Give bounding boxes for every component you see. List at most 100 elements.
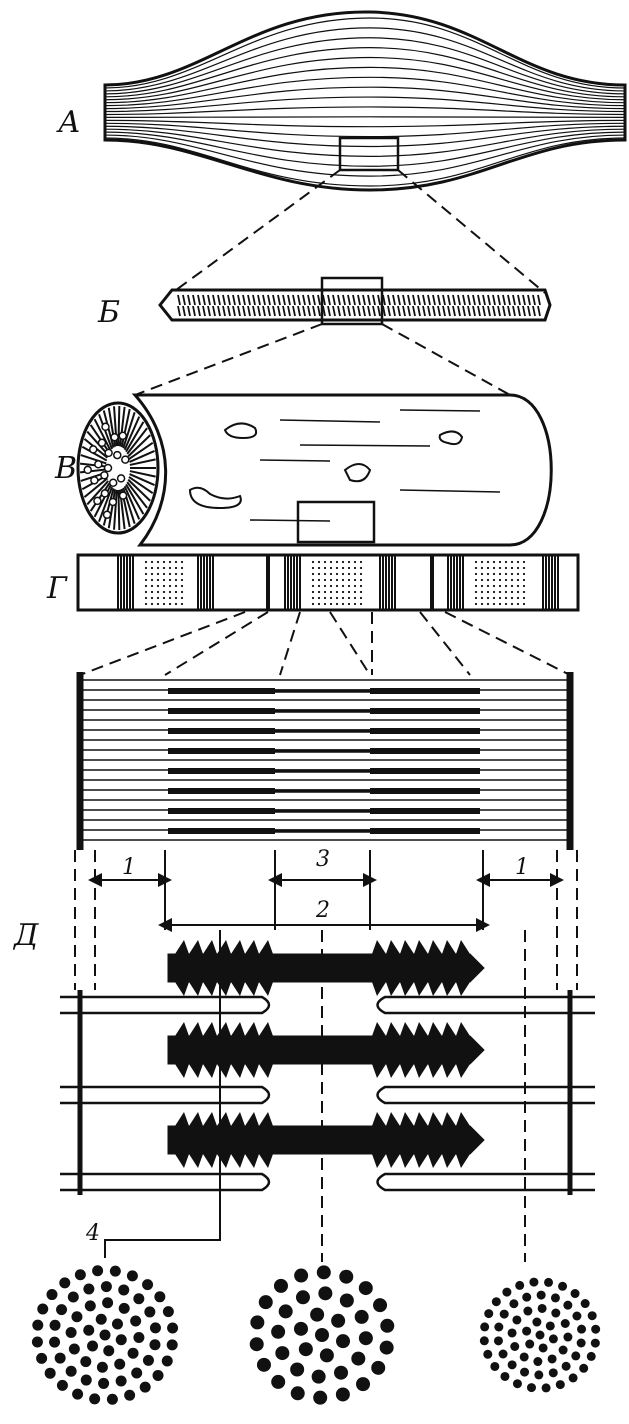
myofibril-end-stroke — [98, 486, 113, 523]
fascicle-tooth — [482, 294, 486, 306]
myofibril-end-stroke — [128, 476, 154, 495]
band-dot — [311, 596, 315, 600]
fascicle-tooth — [277, 294, 281, 306]
fascicle-tooth — [532, 305, 536, 317]
myosin-head — [414, 982, 428, 996]
band-dot — [504, 596, 508, 600]
fascicle-tooth — [247, 305, 251, 317]
zoom-box-fiber — [296, 500, 376, 544]
band-dot — [522, 566, 526, 570]
label-v: В — [54, 451, 77, 486]
band-dot — [341, 590, 345, 594]
myofibril-end-stroke — [125, 483, 145, 515]
cross-section-dot — [336, 1334, 351, 1349]
band-dot — [359, 572, 363, 576]
cross-section-dot — [131, 1367, 143, 1379]
fascicle-tooth — [467, 305, 471, 317]
myosin-head — [372, 1154, 386, 1168]
thick-filament-body — [167, 953, 485, 983]
fascicle-tooth — [417, 305, 421, 317]
myosin-head — [203, 982, 217, 996]
thick-filament-body — [167, 1125, 485, 1155]
fascicle-tooth — [367, 294, 371, 306]
band-dot — [498, 596, 502, 600]
cross-section-dot — [250, 1315, 265, 1330]
cross-section-dot — [114, 1358, 126, 1370]
fascicle-tooth — [432, 305, 436, 317]
band-dot — [156, 566, 160, 570]
myofibril-end-dot — [121, 455, 130, 464]
band-dot — [510, 572, 514, 576]
myofibril-end-dot — [108, 478, 118, 487]
myofibril-end-stroke — [129, 458, 156, 466]
myosin-head — [456, 1154, 470, 1168]
fascicle-tooth — [202, 305, 206, 317]
cross-section-dot — [290, 1362, 305, 1377]
band-dot — [359, 596, 363, 600]
fascicle-tooth — [312, 294, 316, 306]
cross-section-dot — [498, 1349, 508, 1359]
myosin-head — [245, 1112, 259, 1126]
myosin-head — [456, 982, 470, 996]
zoom-box-fascicle — [320, 276, 384, 326]
band-dot — [504, 566, 508, 570]
cross-section-dot — [258, 1295, 273, 1310]
cross-section-dot — [80, 1374, 92, 1386]
myosin-head — [414, 1064, 428, 1078]
band-dot — [347, 578, 351, 582]
band-dot — [156, 584, 160, 588]
fascicle-tooth — [342, 305, 346, 317]
cross-section-dot — [65, 1327, 77, 1339]
cross-section-dot — [493, 1336, 503, 1346]
thick-filament-rows — [60, 940, 595, 1192]
cross-section-dot — [56, 1379, 68, 1391]
band-dot — [144, 590, 148, 594]
band-dot — [510, 602, 514, 606]
myosin-head — [386, 1154, 400, 1168]
band-dot — [311, 572, 315, 576]
fascicle-tooth — [357, 305, 361, 317]
fascicle-tooth — [407, 294, 411, 306]
myosin-head — [231, 1064, 245, 1078]
fascicle-tooth — [317, 294, 321, 306]
band-dot — [516, 572, 520, 576]
myosin-head — [203, 940, 217, 954]
myofibril-end-stroke — [83, 477, 109, 498]
myofibril-end-stroke — [127, 434, 151, 458]
fascicle-tooth — [512, 305, 516, 317]
cross-section-dot — [545, 1321, 555, 1331]
cross-section-dot — [111, 1318, 123, 1330]
band-dot — [329, 560, 333, 564]
myosin-head — [189, 982, 203, 996]
myofibril-end-stroke — [117, 406, 121, 447]
cross-section-dot — [512, 1379, 522, 1389]
cross-section-dot — [295, 1290, 310, 1305]
myosin-head — [386, 1112, 400, 1126]
band-dot — [180, 602, 184, 606]
band-dot — [180, 596, 184, 600]
zoom-box-muscle — [338, 136, 400, 172]
cross-section-dot — [32, 1319, 44, 1331]
sarcomere-filament-lines — [80, 679, 570, 841]
fascicle-tooth — [537, 305, 541, 317]
myosin-head — [442, 940, 456, 954]
band-dot — [311, 578, 315, 582]
cross-section-dot — [568, 1373, 578, 1383]
cross-section-dot — [491, 1297, 501, 1307]
band-dot — [474, 578, 478, 582]
fascicle-tooth — [382, 305, 386, 317]
fascicle-tooth — [457, 305, 461, 317]
band-dot — [516, 560, 520, 564]
myosin-head — [400, 1154, 414, 1168]
myofibril-end-dot — [88, 445, 98, 454]
fascicle-tooth — [372, 294, 376, 306]
myosin-head — [400, 1064, 414, 1078]
band-dot — [359, 590, 363, 594]
fascicle-tooth — [322, 305, 326, 317]
cross-section-dot — [529, 1277, 539, 1287]
myofibril-end-stroke — [126, 427, 148, 455]
cross-section-dot — [339, 1293, 354, 1308]
cross-section-dot — [587, 1311, 597, 1321]
cross-section-dot — [71, 1311, 83, 1323]
band-dot — [311, 590, 315, 594]
